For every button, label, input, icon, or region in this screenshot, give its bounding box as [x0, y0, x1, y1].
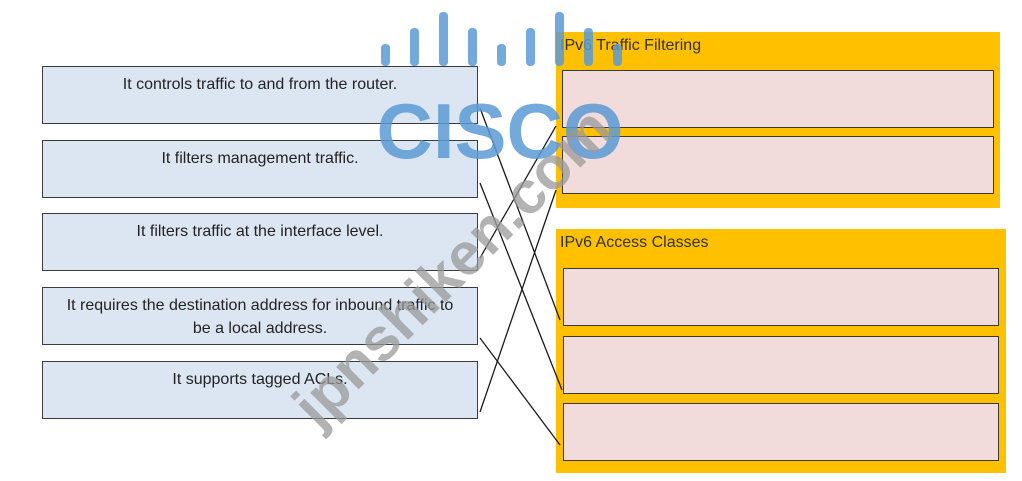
connector-line: [479, 107, 561, 321]
answer-item-label: It requires the destination address for …: [66, 297, 454, 337]
drop-slot[interactable]: [563, 268, 999, 326]
drop-slot[interactable]: [562, 70, 994, 128]
drop-slot[interactable]: [563, 403, 999, 461]
connector-line: [479, 125, 557, 259]
connector-line: [479, 182, 563, 391]
connector-line: [479, 189, 557, 413]
answer-item-label: It controls traffic to and from the rout…: [122, 76, 398, 93]
answer-item-interface-level[interactable]: It filters traffic at the interface leve…: [42, 213, 478, 271]
answer-item-label: It filters traffic at the interface leve…: [136, 223, 384, 240]
traffic-filtering-panel: IPv6 Traffic Filtering: [556, 32, 1000, 208]
access-classes-panel: IPv6 Access Classes: [556, 229, 1006, 473]
drop-slot[interactable]: [563, 336, 999, 394]
answer-item-label: It filters management traffic.: [161, 150, 359, 167]
connector-line: [479, 337, 561, 446]
answer-item-label: It supports tagged ACLs.: [172, 371, 348, 388]
answer-item-controls-traffic[interactable]: It controls traffic to and from the rout…: [42, 66, 478, 124]
answer-item-local-address[interactable]: It requires the destination address for …: [42, 287, 478, 345]
drop-slot[interactable]: [562, 136, 994, 194]
answer-item-tagged-acls[interactable]: It supports tagged ACLs.: [42, 361, 478, 419]
panel-title: IPv6 Access Classes: [560, 234, 709, 251]
panel-title: IPv6 Traffic Filtering: [560, 37, 702, 54]
answer-item-filters-management[interactable]: It filters management traffic.: [42, 140, 478, 198]
